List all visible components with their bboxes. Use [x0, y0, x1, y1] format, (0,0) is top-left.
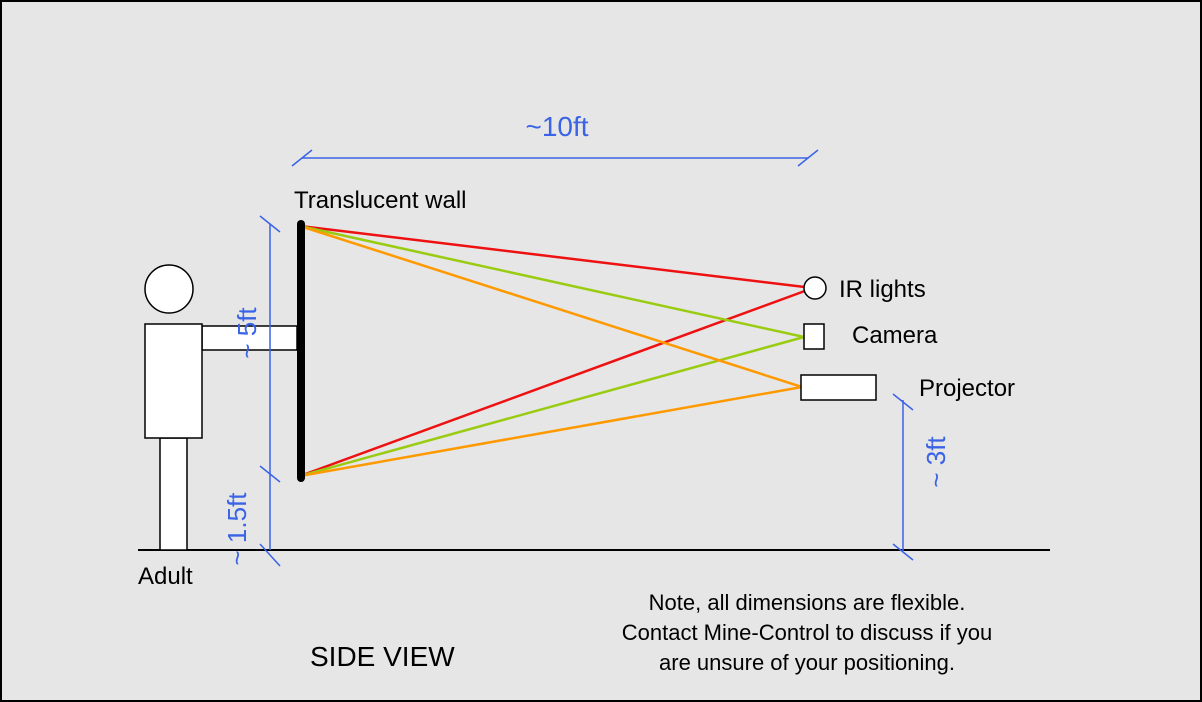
ir-lights-label: IR lights: [839, 276, 926, 303]
distance-label: ~10ft: [525, 111, 588, 142]
note: Note, all dimensions are flexible. Conta…: [622, 590, 993, 675]
projector-ray-bottom: [299, 385, 803, 478]
ir-ray-top: [299, 224, 814, 290]
projector-height-dimension: [892, 393, 914, 561]
view-title: SIDE VIEW: [310, 641, 455, 672]
camera-ray-top: [299, 224, 805, 339]
note-line-3: are unsure of your positioning.: [659, 650, 955, 675]
wall-label: Translucent wall: [294, 187, 467, 214]
projector-ray-top: [299, 224, 803, 389]
wall-height-label: ~ 5ft: [232, 307, 262, 359]
rectangle-icon: [800, 374, 877, 401]
note-line-2: Contact Mine-Control to discuss if you: [622, 620, 993, 645]
note-line-1: Note, all dimensions are flexible.: [649, 590, 966, 615]
camera-label: Camera: [852, 322, 938, 349]
adult-head: [144, 264, 194, 314]
adult-label: Adult: [138, 563, 193, 590]
wall-height-dimension: [259, 215, 281, 567]
adult-torso: [144, 323, 203, 439]
projector-label: Projector: [919, 375, 1015, 402]
adult-figure: [144, 264, 298, 551]
circle-icon: [803, 276, 827, 300]
wall-base-label: ~ 1.5ft: [222, 492, 252, 566]
adult-legs: [159, 437, 188, 551]
distance-dimension: [291, 149, 819, 167]
projector-height-label: ~ 3ft: [921, 436, 951, 488]
square-icon: [803, 323, 825, 350]
rays: [299, 224, 814, 478]
